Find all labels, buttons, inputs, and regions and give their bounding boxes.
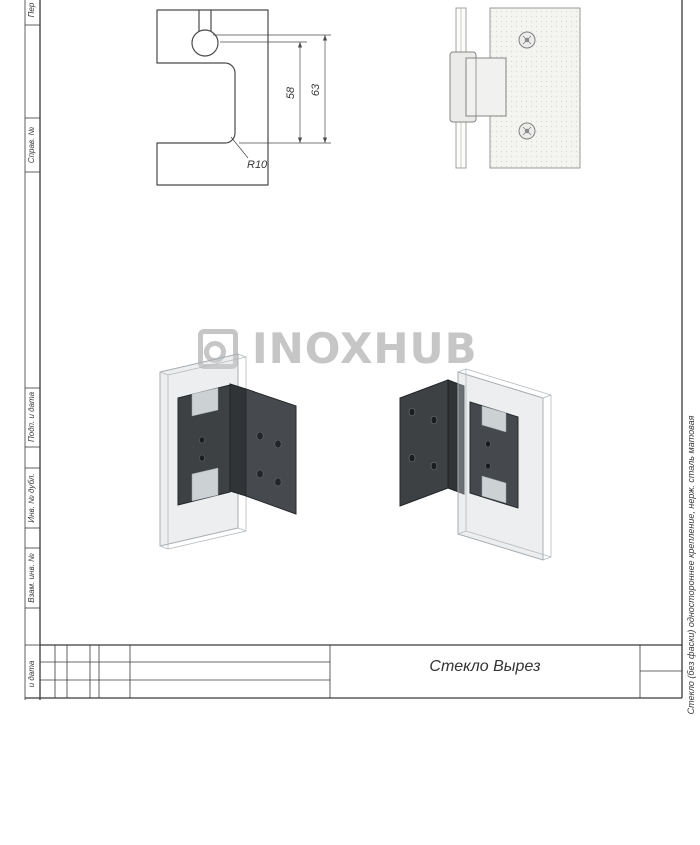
screw-hole [485, 462, 491, 470]
drawing-frame [24, 0, 683, 700]
hinge-plate-front [465, 57, 507, 117]
watermark: INOXHUB [198, 326, 478, 372]
screw-hole [199, 454, 205, 462]
hinge-wall-plate [245, 388, 297, 515]
brand-logo-icon [198, 329, 238, 369]
frame-label-inv-dubl: Инв. № дубл. [27, 473, 36, 523]
cutout-view: 58 63 R10 [156, 9, 331, 186]
frame-label-vzam-inv: Взам. инв. № [27, 553, 36, 603]
screw-hole [256, 431, 264, 441]
title-block-grid [40, 644, 682, 698]
screw-hole [430, 461, 438, 471]
frame-label-i-data: и дата [27, 660, 36, 688]
left-margin-dividers [25, 24, 40, 646]
watermark-text: INOXHUB [252, 324, 478, 373]
screw-hole [274, 439, 282, 449]
svg-text:R10: R10 [247, 159, 268, 171]
hinge-glass-plate [177, 384, 231, 506]
frame-borders [24, 0, 683, 700]
screw-hole [430, 415, 438, 425]
screw-hole [485, 440, 491, 448]
svg-text:58: 58 [285, 86, 297, 99]
screw-hole [256, 469, 264, 479]
title-block-name: Стекло Вырез [429, 658, 541, 675]
relief-hole [191, 29, 219, 57]
dimension-63: 63 [213, 34, 331, 143]
assembly-view [449, 7, 581, 169]
hinge-wall-plate [399, 379, 449, 507]
glass-cutout-outline [156, 9, 269, 186]
frame-label-sprav: Справ. № [27, 126, 36, 164]
iso-view-left [159, 353, 297, 550]
hinge-glass-plate [469, 401, 519, 509]
screw-bottom [518, 122, 536, 140]
drawing-sheet: { "sheet": { "frame_labels": { "l1": "Пе… [24, 0, 696, 715]
radius-callout: R10 [230, 136, 268, 171]
hinge-knuckle-3d [447, 379, 465, 495]
frame-label-perv: Пер [27, 2, 36, 18]
frame-label-podp-data: Подп. и дата [27, 391, 36, 443]
screw-hole [408, 407, 416, 417]
product-note: Стекло (без фаски) одностороннее креплен… [686, 415, 696, 715]
svg-text:63: 63 [310, 83, 322, 96]
screw-hole [274, 477, 282, 487]
brand-logo-circle-icon [204, 341, 226, 363]
hinge-knuckle-3d [229, 383, 247, 497]
screw-hole [199, 436, 205, 444]
screw-top [518, 31, 536, 49]
dimension-58: 58 [220, 41, 331, 144]
screw-hole [408, 453, 416, 463]
iso-view-right [399, 368, 552, 561]
